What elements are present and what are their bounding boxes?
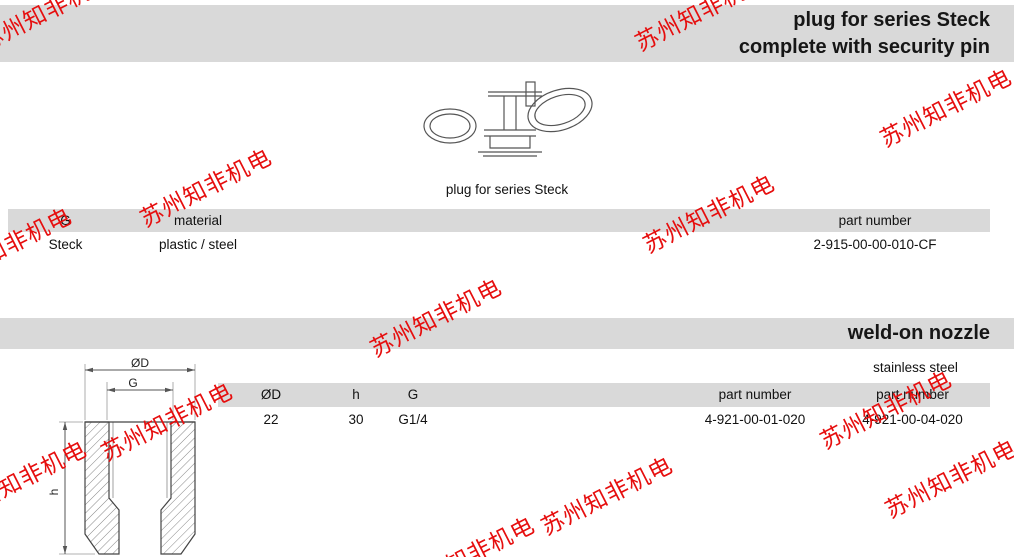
spacer [273, 209, 760, 232]
nozzle-title: weld-on nozzle [847, 322, 990, 344]
spacer [438, 383, 675, 407]
nozzle-wall-right [160, 421, 196, 555]
plug-table-header-row: G material part number [8, 209, 990, 232]
cell-h-value: 30 [348, 412, 364, 427]
cell-material-value: plastic / steel [158, 237, 238, 252]
label-height: h [47, 489, 61, 496]
nozzle-table-header-row: ØD h G part number part number [218, 383, 990, 407]
watermark-text: 苏州知非机电 [398, 511, 539, 557]
arrowhead [62, 422, 68, 430]
label-outer-diameter: ØD [131, 358, 149, 370]
cell-diameter-value: 22 [263, 412, 279, 427]
col-header-g: G [60, 213, 71, 228]
plug-drawing [423, 81, 593, 157]
col-header-material: material [173, 213, 222, 228]
plug-title-line1: plug for series Steck [793, 9, 990, 31]
watermark-text: 苏州知非机电 [536, 451, 677, 541]
watermark-text: 苏州知非机电 [875, 63, 1014, 153]
nozzle-drawing: ØD G h [47, 358, 196, 555]
key-ring-right-outer [527, 87, 593, 133]
col-header-part-number-steel: part number [718, 387, 792, 402]
plug-drawing-caption: plug for series Steck [445, 182, 569, 197]
plug-table: G material part number Steck plastic / s… [8, 209, 990, 257]
col-header-part-number-stainless: part number [876, 387, 949, 402]
col-header-diameter: ØD [260, 387, 282, 402]
arrowhead [85, 367, 93, 373]
nozzle-section-header: weld-on nozzle [0, 318, 1014, 349]
plug-body [489, 136, 531, 149]
key-ring-left-inner [429, 113, 471, 139]
pin-clip [525, 81, 536, 107]
label-thread: G [128, 376, 137, 390]
nozzle-table-row: 22 30 G1/4 4-921-00-01-020 4-921-00-04-0… [218, 407, 990, 433]
plug-table-row: Steck plastic / steel 2-915-00-00-010-CF [8, 232, 990, 257]
watermark-text: 苏州知非机电 [880, 434, 1014, 524]
col-header-part-number: part number [838, 213, 912, 228]
cell-g-value: Steck [48, 237, 83, 252]
stainless-steel-note: stainless steel [873, 360, 958, 375]
nozzle-table: ØD h G part number part number 22 30 G1/… [218, 383, 990, 433]
arrowhead [187, 367, 195, 373]
spacer [438, 407, 675, 433]
plug-section-header: plug for series Steck complete with secu… [0, 5, 1014, 62]
plug-title-line2: complete with security pin [738, 36, 990, 58]
cell-part-number-steel-value: 4-921-00-01-020 [704, 412, 806, 427]
cell-part-number-value: 2-915-00-00-010-CF [813, 237, 937, 252]
key-ring-right-inner [534, 93, 586, 127]
watermark-text: 苏州知非机电 [365, 273, 506, 363]
col-header-g: G [407, 387, 419, 402]
arrowhead [62, 546, 68, 554]
key-ring-left-outer [423, 108, 477, 144]
col-header-h: h [352, 387, 360, 402]
cell-part-number-stainless-value: 4-921-00-04-020 [862, 412, 963, 427]
spacer [273, 232, 760, 257]
arrowhead [107, 387, 115, 393]
arrowhead [165, 387, 173, 393]
cell-g-value: G1/4 [398, 412, 428, 427]
nozzle-wall-left [84, 421, 120, 555]
